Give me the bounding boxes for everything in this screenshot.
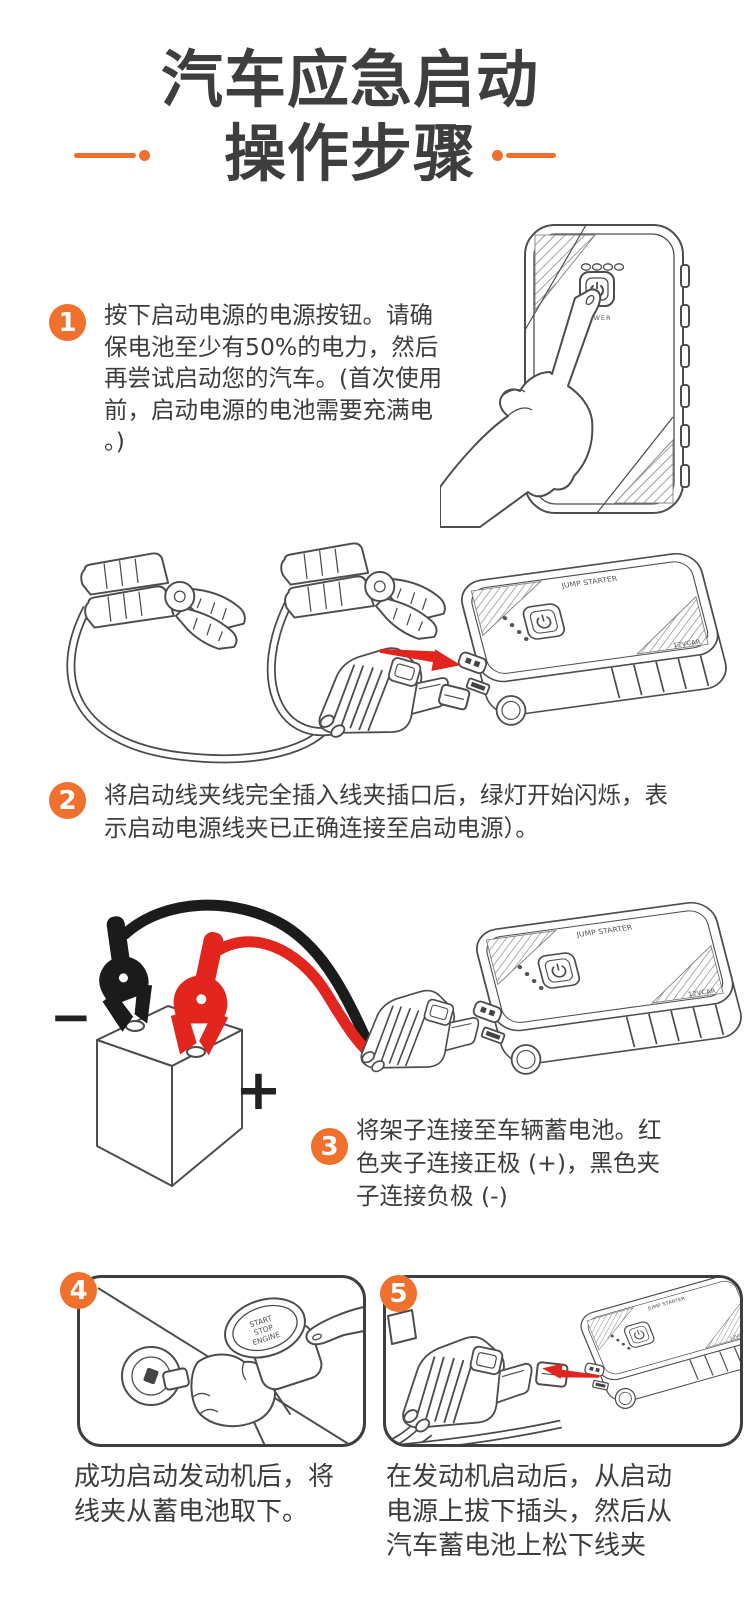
press-power-button-illustration: POWER xyxy=(440,224,690,528)
positive-sign: + xyxy=(235,1058,282,1123)
jump-starter-3d xyxy=(572,1278,740,1415)
clamp-icon-right xyxy=(280,542,446,640)
clamp-cables xyxy=(66,597,338,764)
step-4-badge: 4 xyxy=(60,1272,97,1309)
power-label: POWER xyxy=(582,314,611,322)
corner-fragment xyxy=(387,1309,417,1345)
step-4-panel: START STOP ENGINE xyxy=(77,1275,366,1447)
step-5-badge: 5 xyxy=(380,1275,417,1312)
side-grips xyxy=(680,264,690,488)
black-cable xyxy=(119,899,377,1056)
step-1-text: 按下启动电源的电源按钮。请确 保电池至少有50%的电力，然后 再尝试启动您的汽车… xyxy=(104,301,443,455)
negative-sign: − xyxy=(50,988,92,1046)
step-2-badge: 2 xyxy=(49,782,86,819)
jump-starter-3d xyxy=(456,549,733,726)
jump-starter-3d xyxy=(471,898,748,1075)
plug-connector-icon xyxy=(317,647,449,741)
plug-clamps-into-device-illustration xyxy=(66,542,733,764)
step-5-text: 在发动机启动后，从启动 电源上拔下插头，然后从 汽车蓄电池上松下线夹 xyxy=(386,1462,673,1561)
start-engine-illustration: START STOP ENGINE xyxy=(97,1287,363,1444)
led-indicators xyxy=(580,263,625,271)
step-1-badge: 1 xyxy=(49,304,86,341)
step-2-text: 将启动线夹线完全插入线夹插口后，绿灯开始闪烁，表 示启动电源线夹已正确连接至启动… xyxy=(104,781,668,842)
pressing-hand xyxy=(440,288,602,528)
clamp-icon-left xyxy=(80,552,246,650)
title-decor-dot-right xyxy=(492,150,503,161)
ignition-key-illustration xyxy=(121,1346,291,1444)
title-decor-line-left xyxy=(74,153,136,158)
step-3-text: 将架子连接至车辆蓄电池。红 色夹子连接正极 (+)，黑色夹 子连接负极 (-) xyxy=(356,1116,662,1210)
title-decor-line-right xyxy=(506,153,556,158)
jump-starter-top-view: POWER xyxy=(440,224,690,528)
page-title-line1: 汽车应急启动 xyxy=(160,43,539,116)
plug-tip xyxy=(438,683,471,711)
connect-clamps-to-battery-illustration xyxy=(83,898,748,1187)
car-battery-icon xyxy=(96,1005,243,1187)
title-decor-dot-left xyxy=(139,150,150,161)
step-5-panel xyxy=(383,1275,743,1447)
engine-start-button: START STOP ENGINE xyxy=(224,1297,363,1391)
step-3-badge: 3 xyxy=(311,1128,348,1165)
page-title-line2: 操作步骤 xyxy=(223,117,476,190)
unplug-illustration xyxy=(386,1278,740,1444)
plug-connector-icon xyxy=(395,1332,537,1437)
cables xyxy=(386,1419,562,1444)
red-cable xyxy=(204,936,387,1068)
step-4-text: 成功启动发动机后，将 线夹从蓄电池取下。 xyxy=(74,1462,335,1527)
plug-connector-icon xyxy=(359,989,480,1075)
pressing-finger xyxy=(305,1306,363,1346)
